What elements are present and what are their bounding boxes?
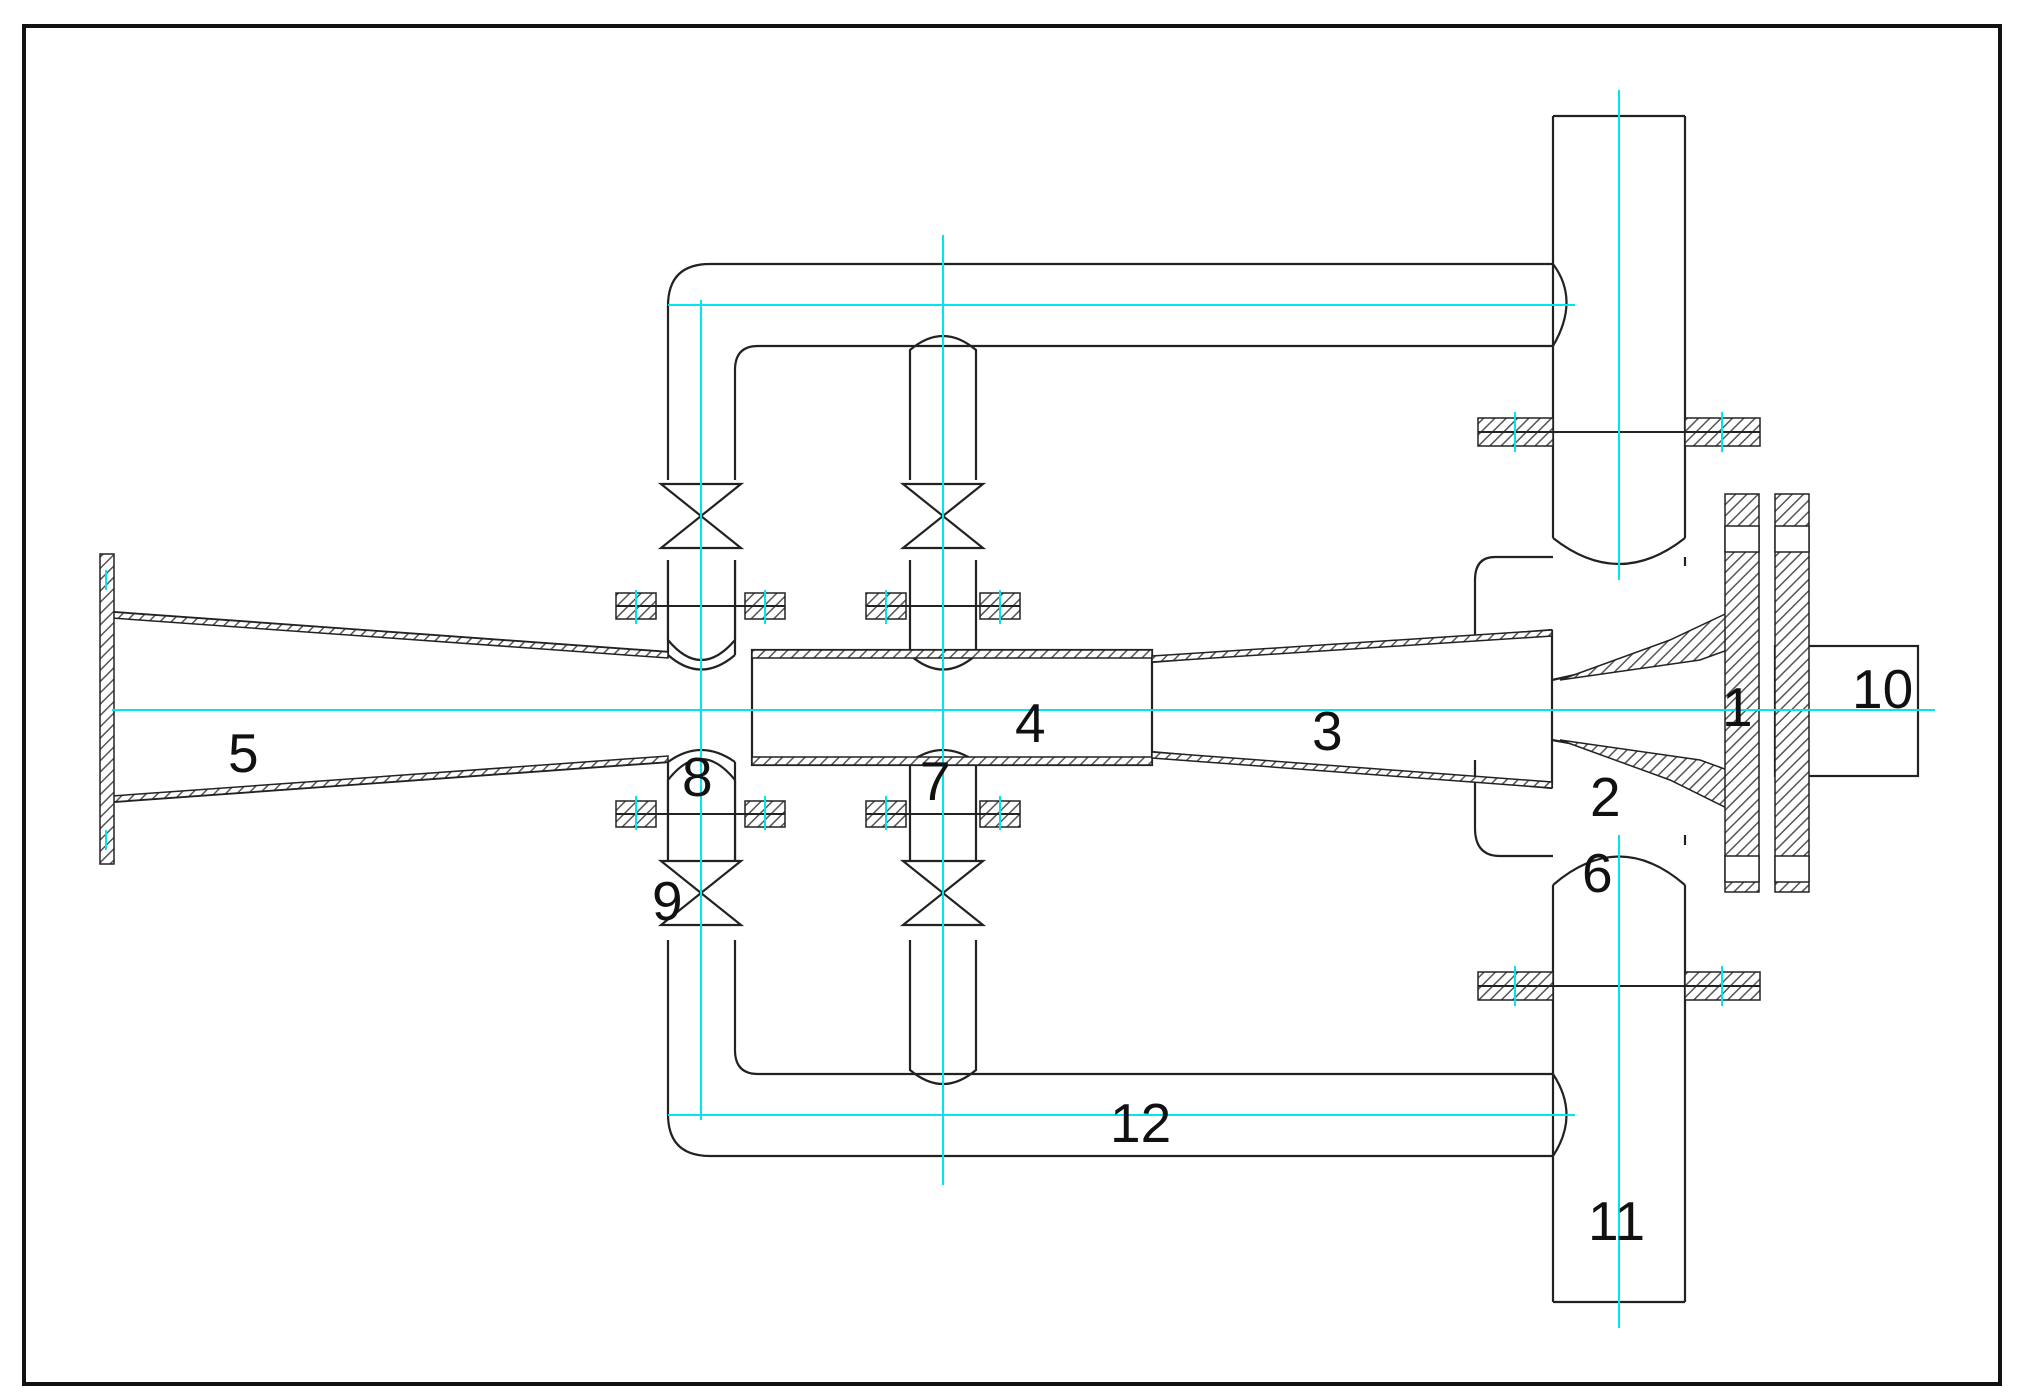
label-3: 3 — [1312, 700, 1343, 762]
label-9: 9 — [652, 870, 683, 932]
flange-voids — [1724, 525, 1810, 883]
figure-border — [22, 24, 2002, 1386]
label-1: 1 — [1722, 676, 1753, 738]
label-12: 12 — [1110, 1092, 1171, 1154]
centerlines — [105, 90, 1935, 1328]
label-5: 5 — [228, 722, 259, 784]
label-11: 11 — [1588, 1190, 1645, 1252]
part-labels: 1 2 3 4 5 6 7 8 9 10 11 12 — [228, 658, 1913, 1252]
label-2: 2 — [1590, 766, 1621, 828]
label-8: 8 — [682, 746, 713, 808]
label-4: 4 — [1015, 692, 1046, 754]
label-10: 10 — [1852, 658, 1913, 720]
label-7: 7 — [920, 750, 951, 812]
label-6: 6 — [1582, 842, 1613, 904]
